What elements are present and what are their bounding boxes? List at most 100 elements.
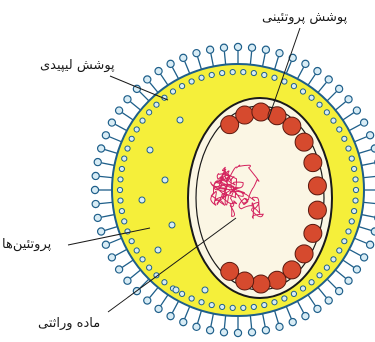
membrane-dot bbox=[324, 110, 329, 115]
spike-head bbox=[345, 277, 352, 284]
spike-head bbox=[155, 67, 162, 74]
membrane-dot bbox=[230, 70, 235, 75]
spike-head bbox=[302, 60, 309, 67]
membrane-dot bbox=[251, 70, 256, 75]
membrane-dot bbox=[125, 146, 130, 151]
spike-head bbox=[289, 319, 296, 326]
spike-head bbox=[262, 46, 269, 53]
spike-head bbox=[207, 327, 214, 334]
envelope-protein bbox=[173, 287, 179, 293]
spike-head bbox=[262, 327, 269, 334]
spike-head bbox=[353, 266, 360, 273]
spike-head bbox=[144, 297, 151, 304]
membrane-dot bbox=[199, 75, 204, 80]
membrane-dot bbox=[122, 156, 127, 161]
spike-head bbox=[94, 159, 101, 166]
capsomere bbox=[236, 106, 254, 124]
spike-head bbox=[193, 323, 200, 330]
membrane-dot bbox=[147, 265, 152, 270]
membrane-dot bbox=[291, 83, 296, 88]
spike-head bbox=[345, 96, 352, 103]
envelope-protein bbox=[147, 147, 153, 153]
membrane-dot bbox=[179, 291, 184, 296]
spike-head bbox=[353, 107, 360, 114]
spike-head bbox=[325, 76, 332, 83]
membrane-dot bbox=[140, 257, 145, 262]
capsomere bbox=[252, 275, 270, 293]
membrane-dot bbox=[342, 136, 347, 141]
spike-head bbox=[108, 119, 115, 126]
spike-head bbox=[92, 172, 99, 179]
spike-head bbox=[167, 60, 174, 67]
envelope-protein bbox=[202, 287, 208, 293]
membrane-dot bbox=[291, 291, 296, 296]
spike-head bbox=[102, 241, 109, 248]
capsomere bbox=[304, 224, 322, 242]
membrane-dot bbox=[337, 248, 342, 253]
spike-head bbox=[367, 132, 374, 139]
membrane-dot bbox=[346, 229, 351, 234]
membrane-dot bbox=[342, 239, 347, 244]
membrane-dot bbox=[331, 118, 336, 123]
spike-head bbox=[302, 313, 309, 320]
membrane-dot bbox=[170, 89, 175, 94]
spike-head bbox=[371, 228, 375, 235]
membrane-dot bbox=[300, 89, 305, 94]
spike-head bbox=[124, 277, 131, 284]
label-proteins: پروتئین‌ها bbox=[2, 237, 51, 253]
envelope-protein bbox=[139, 197, 145, 203]
membrane-dot bbox=[189, 79, 194, 84]
membrane-dot bbox=[154, 102, 159, 107]
envelope-protein bbox=[155, 247, 161, 253]
membrane-dot bbox=[129, 136, 134, 141]
membrane-dot bbox=[199, 300, 204, 305]
membrane-dot bbox=[129, 239, 134, 244]
membrane-dot bbox=[331, 257, 336, 262]
spike-head bbox=[314, 67, 321, 74]
spike-head bbox=[98, 228, 105, 235]
membrane-dot bbox=[119, 208, 124, 213]
membrane-dot bbox=[220, 70, 225, 75]
membrane-dot bbox=[309, 280, 314, 285]
membrane-dot bbox=[179, 83, 184, 88]
membrane-dot bbox=[134, 127, 139, 132]
spike-head bbox=[180, 319, 187, 326]
spike-head bbox=[124, 96, 131, 103]
capsomere bbox=[268, 271, 286, 289]
spike-head bbox=[92, 200, 99, 207]
membrane-dot bbox=[317, 102, 322, 107]
membrane-dot bbox=[353, 177, 358, 182]
spike-head bbox=[276, 323, 283, 330]
membrane-dot bbox=[122, 219, 127, 224]
membrane-dot bbox=[353, 198, 358, 203]
membrane-dot bbox=[209, 302, 214, 307]
capsomere bbox=[295, 133, 313, 151]
membrane-dot bbox=[117, 187, 122, 192]
membrane-dot bbox=[349, 219, 354, 224]
membrane-dot bbox=[230, 305, 235, 310]
spike-head bbox=[248, 44, 255, 51]
membrane-dot bbox=[220, 304, 225, 309]
membrane-dot bbox=[251, 304, 256, 309]
capsomere bbox=[283, 117, 301, 135]
membrane-dot bbox=[337, 127, 342, 132]
spike-head bbox=[220, 329, 227, 336]
membrane-dot bbox=[353, 187, 358, 192]
spike-head bbox=[108, 254, 115, 261]
membrane-dot bbox=[272, 75, 277, 80]
membrane-dot bbox=[189, 296, 194, 301]
membrane-dot bbox=[300, 286, 305, 291]
membrane-dot bbox=[262, 72, 267, 77]
spike-head bbox=[207, 46, 214, 53]
protein-coat-shape bbox=[188, 98, 332, 298]
spike-head bbox=[336, 288, 343, 295]
envelope-protein bbox=[162, 177, 168, 183]
membrane-dot bbox=[118, 177, 123, 182]
label-lipid-envelope: پوشش لیپیدی bbox=[40, 58, 115, 74]
membrane-dot bbox=[162, 280, 167, 285]
leader-lipid-envelope bbox=[110, 76, 168, 100]
capsomere bbox=[252, 103, 270, 121]
membrane-dot bbox=[309, 95, 314, 100]
